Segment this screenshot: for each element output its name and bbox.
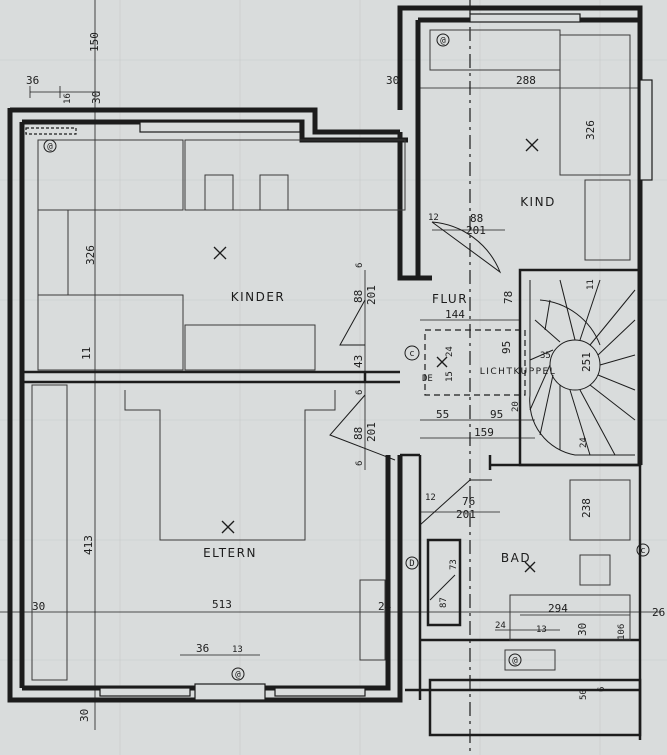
socket-marker-bad: [508, 653, 522, 667]
dim-50: 50: [579, 689, 589, 700]
dim-95-stair: 95: [500, 341, 513, 354]
dim-11-left: 11: [80, 347, 93, 360]
socket-symbol-kind: @: [440, 36, 446, 46]
spiral-staircase: [529, 279, 636, 456]
dim-150: 150: [88, 32, 101, 52]
dim-88-kind: 88: [470, 212, 483, 225]
socket-symbol-eltern: @: [235, 670, 241, 680]
dim-201-kind: 201: [466, 224, 486, 237]
dim-251: 251: [580, 352, 593, 372]
room-label-kinder: KINDER: [231, 290, 286, 304]
socket-marker-eltern: [231, 667, 245, 681]
socket-symbol-bad: @: [512, 656, 518, 666]
dim-30-bottom: 30: [78, 709, 91, 722]
dim-201-kinder: 201: [365, 285, 378, 305]
dim-6-bottom: 6: [597, 687, 607, 692]
dim-13-bad: 13: [536, 625, 547, 635]
dim-87: 87: [439, 597, 449, 608]
dim-413: 413: [82, 535, 95, 555]
dim-95-flur: 95: [490, 408, 503, 421]
markers: @ @ @ @ c D c DE: [43, 33, 650, 681]
dim-238: 238: [580, 498, 593, 518]
door-swings: [329, 221, 502, 601]
dim-15: 15: [445, 371, 455, 382]
dim-16: 16: [63, 93, 73, 104]
dim-13-bottom: 13: [232, 645, 243, 655]
chimney-symbol: c: [409, 349, 414, 359]
room-label-bad: BAD: [501, 551, 531, 565]
dim-55: 55: [436, 408, 449, 421]
dim-30-left: 30: [32, 600, 45, 613]
dim-326-kinder: 326: [84, 245, 97, 265]
dim-20: 20: [511, 401, 521, 412]
dim-43: 43: [352, 355, 365, 368]
dim-30-bad: 30: [576, 623, 589, 636]
dim-144: 144: [445, 308, 465, 321]
dim-11-kind: 11: [586, 279, 596, 290]
dim-6-eltern: 6: [355, 461, 365, 466]
skylight-outline: [424, 329, 526, 396]
room-center-marks: [213, 138, 539, 573]
dim-24-eltern: 24: [378, 600, 392, 613]
drain-symbol: D: [409, 559, 414, 569]
room-label-kind: KIND: [520, 195, 556, 209]
dim-201-eltern: 201: [365, 422, 378, 442]
dim-24-flur: 24: [445, 346, 455, 357]
dim-26: 26: [652, 606, 665, 619]
wall-symbol-label: DE: [422, 374, 433, 384]
dim-30-top: 30: [90, 91, 103, 104]
dim-106: 106: [617, 624, 627, 640]
room-label-flur: FLUR: [432, 292, 468, 306]
dim-73: 73: [449, 559, 459, 570]
dim-24-stair: 24: [579, 437, 589, 448]
chimney-marker: [404, 345, 420, 361]
furniture: [31, 29, 631, 681]
dim-76: 76: [462, 495, 475, 508]
dim-88-kinder: 88: [352, 290, 365, 303]
dim-326-kind: 326: [584, 120, 597, 140]
drain-marker: [405, 556, 419, 570]
dim-35: 35: [540, 351, 551, 361]
dim-12-bad: 12: [425, 493, 436, 503]
dim-201-bad: 201: [456, 508, 476, 521]
dim-36-top: 36: [26, 74, 39, 87]
dim-30-kind: 30: [386, 74, 399, 87]
interior-walls: [22, 268, 642, 740]
skylight-label: LICHTKUPPEL: [480, 367, 557, 377]
room-label-eltern: ELTERN: [203, 546, 257, 560]
dim-24-bad: 24: [495, 621, 506, 631]
dim-513: 513: [212, 598, 232, 611]
socket-symbol-kinder: @: [47, 142, 53, 152]
socket-marker-kind: [436, 33, 450, 47]
chimney-marker-bad: [636, 543, 650, 557]
dim-6-kinder: 6: [355, 263, 365, 268]
dim-294: 294: [548, 602, 568, 615]
dimension-labels: 150 36 16 30 30 288 326 326 12 88 201 11…: [26, 32, 665, 722]
dim-88-eltern: 88: [352, 427, 365, 440]
dim-288: 288: [516, 74, 536, 87]
windows: [25, 13, 653, 701]
dim-36-bottom: 36: [196, 642, 209, 655]
socket-marker-kinder: [43, 139, 57, 153]
chimney-symbol-bad: c: [640, 546, 645, 556]
dim-78: 78: [502, 291, 515, 304]
dim-159: 159: [474, 426, 494, 439]
dim-12-top: 12: [428, 213, 439, 223]
dim-6-mid: 6: [355, 390, 365, 395]
